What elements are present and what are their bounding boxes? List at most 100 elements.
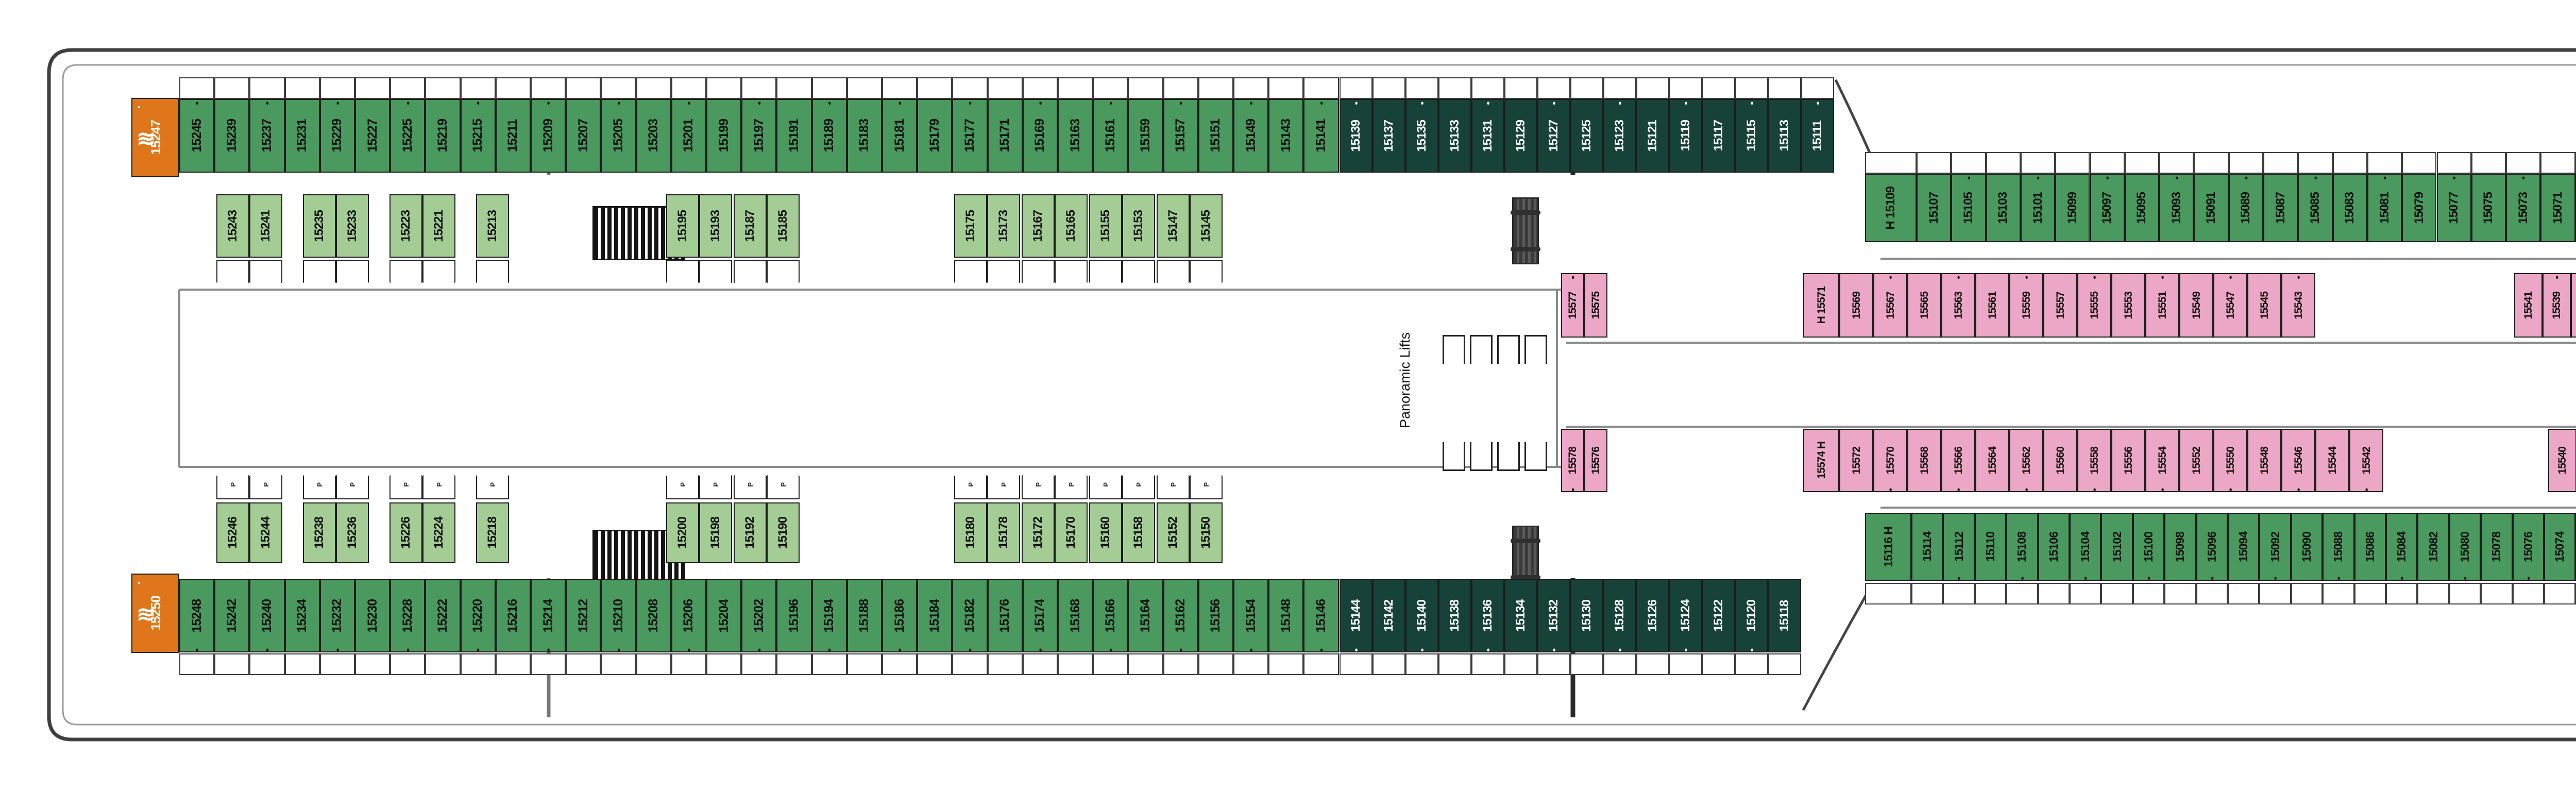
balcony-segment <box>460 653 496 675</box>
cabin-15140: 15140•• <box>1405 579 1438 652</box>
balcony-segment <box>390 653 426 675</box>
berth-dots-icon: •• <box>1351 648 1361 650</box>
cabin-number: 15243 <box>226 210 240 242</box>
cabin-number: 15238 <box>312 517 326 549</box>
cabin-number: 15208 <box>646 599 661 633</box>
cabin-15108: 15108•• <box>2006 513 2038 581</box>
cabin-15174: 15174•• <box>1022 579 1058 652</box>
cabin-number: 15078 <box>2489 531 2503 562</box>
cabin-number: 15166 <box>1103 599 1117 633</box>
cabin-number: 15099 <box>2065 192 2079 224</box>
cabin-15167: 15167 <box>1022 194 1055 258</box>
berth-dots-icon: •• <box>1417 102 1427 103</box>
balcony-segment <box>2090 152 2125 174</box>
berth-dots-icon: •• <box>1954 577 1963 578</box>
cabin-15155: 15155 <box>1089 194 1122 258</box>
balcony-segment <box>1303 653 1339 675</box>
cabin-15560: 15560 <box>2043 429 2077 492</box>
balcony-p-marker: P <box>1034 482 1042 487</box>
balcony-segment <box>2006 583 2038 604</box>
cabin-number: 15246 <box>226 517 240 549</box>
cabin-number: 15568 <box>1918 446 1930 475</box>
balcony-segment <box>1268 653 1304 675</box>
open-balcony-segment: P <box>767 470 800 499</box>
cabin-15545: 15545 <box>2247 273 2281 338</box>
cabin-15119: 15119•• <box>1669 99 1702 173</box>
cabin-number: 15569 <box>1850 291 1862 320</box>
cabin-15124: 15124•• <box>1669 579 1702 652</box>
balcony-segment <box>1669 77 1702 99</box>
cabin-15166: 15166•• <box>1093 579 1128 652</box>
cabin-number: 15191 <box>786 119 801 153</box>
cabin-15073: 15073•• <box>2506 174 2541 242</box>
cabin-15078: 15078 <box>2481 513 2513 581</box>
cabin-number: 15185 <box>776 210 790 242</box>
open-balcony-segment <box>1190 260 1223 288</box>
cabin-number: 15228 <box>400 599 415 633</box>
cabin-number: 15161 <box>1103 119 1117 153</box>
berth-dots-icon: •• <box>1568 276 1577 277</box>
berth-dots-icon: •• <box>2022 276 2031 277</box>
balcony-p-marker: P <box>1101 482 1110 487</box>
panoramic-lift-car <box>1443 442 1465 471</box>
balcony-segment <box>1198 653 1233 675</box>
balcony-segment <box>917 77 953 99</box>
balcony-segment <box>882 77 918 99</box>
cabin-15221: 15221 <box>422 194 455 258</box>
berth-dots-icon: •• <box>684 102 693 103</box>
cabin-number: 15578 <box>1567 446 1579 475</box>
cabin-number: 15544 <box>2326 446 2338 475</box>
cabin-15186: 15186•• <box>882 579 918 652</box>
cabin-15105: 15105•• <box>1951 174 1986 242</box>
cabin-15184: 15184 <box>917 579 953 652</box>
cabin-15100: 15100•• <box>2132 513 2165 581</box>
cabin-number: 15149 <box>1243 119 1258 153</box>
cabin-15146: 15146•• <box>1303 579 1339 652</box>
cabin-number: 15158 <box>1131 517 1145 549</box>
berth-dots-icon: •• <box>1681 648 1690 650</box>
cabin-number: 15199 <box>716 119 731 153</box>
cabin-number: 15117 <box>1711 120 1725 152</box>
cabin-number: 15197 <box>751 119 766 153</box>
cabin-number: 15087 <box>2273 192 2287 224</box>
berth-dots-icon: •• <box>1954 488 1963 490</box>
balcony-segment <box>601 653 636 675</box>
cabin-number: 15183 <box>857 119 872 153</box>
cabin-number: 15233 <box>345 210 359 242</box>
cabin-15236: 15236 <box>336 502 369 563</box>
cabin-15148: 15148 <box>1268 579 1304 652</box>
berth-dots-icon: •• <box>2226 488 2235 490</box>
cabin-15242: 15242 <box>214 579 250 652</box>
balcony-segment <box>1438 653 1471 675</box>
cabin-15188: 15188 <box>846 579 882 652</box>
cabin-15211: 15211 <box>495 99 531 173</box>
cabin-number: 15108 <box>2015 531 2029 562</box>
cabin-number: 15140 <box>1415 600 1429 632</box>
open-balcony-segment: P <box>666 470 699 499</box>
balcony-segment <box>355 653 391 675</box>
berth-dots-icon: •• <box>192 102 201 103</box>
berth-dots-icon: •• <box>965 648 974 650</box>
cabin-15204: 15204 <box>706 579 742 652</box>
cabin-number: 15170 <box>1064 517 1078 549</box>
cabin-15131: 15131•• <box>1471 99 1504 173</box>
balcony-segment <box>319 653 355 675</box>
cabin-number: 15244 <box>259 517 273 549</box>
cabin-15106: 15106 <box>2038 513 2070 581</box>
balcony-segment <box>671 653 706 675</box>
cabin-number: 15248 <box>189 599 204 633</box>
cabin-number: 15173 <box>996 210 1010 242</box>
balcony-segment <box>1022 653 1058 675</box>
panoramic-lift-car <box>1524 442 1547 471</box>
cabin-15576: 15576 <box>1584 429 1607 492</box>
cabin-15248: 15248•• <box>179 579 215 652</box>
balcony-p-marker: P <box>679 482 687 487</box>
cabin-number: 15153 <box>1131 210 1145 242</box>
balcony-segment <box>987 77 1023 99</box>
open-balcony-segment <box>1089 260 1122 288</box>
cabin-number: 15218 <box>485 517 499 549</box>
balcony-p-marker: P <box>1134 482 1143 487</box>
cabin-number: 15131 <box>1481 120 1495 152</box>
cabin-15089: 15089•• <box>2228 174 2263 242</box>
cabin-number: 15186 <box>892 599 907 633</box>
